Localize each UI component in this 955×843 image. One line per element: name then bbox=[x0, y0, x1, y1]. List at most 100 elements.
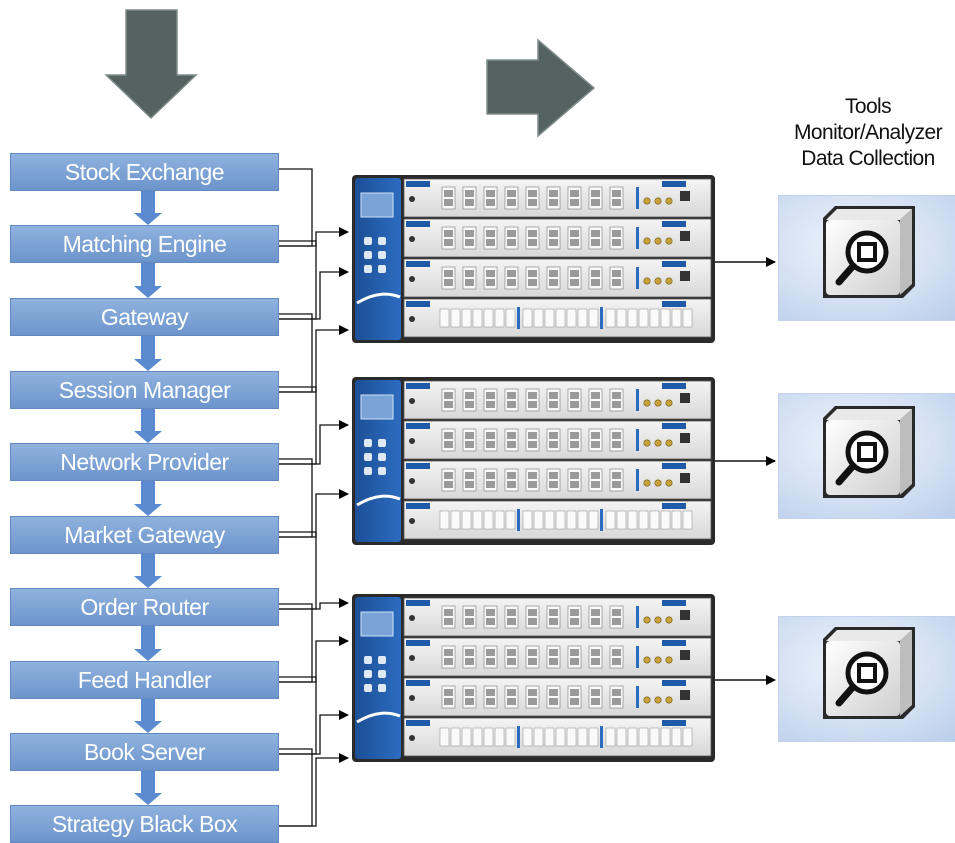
port-socket bbox=[528, 689, 537, 696]
port-socket bbox=[549, 658, 558, 665]
connector-bracket bbox=[279, 168, 313, 247]
dense-port bbox=[577, 510, 588, 530]
blade-screw bbox=[409, 735, 415, 741]
blade-divider bbox=[636, 606, 639, 628]
magnifier-handle bbox=[835, 683, 857, 707]
port-socket bbox=[444, 698, 453, 705]
port-socket bbox=[444, 658, 453, 665]
magnifier-handle bbox=[835, 462, 857, 486]
flow-down-arrow-icon bbox=[134, 336, 162, 371]
port-socket bbox=[465, 190, 474, 197]
dense-port bbox=[522, 308, 533, 328]
flow-down-arrow-icon bbox=[134, 191, 162, 225]
sma-connector bbox=[654, 439, 662, 447]
port-socket bbox=[486, 239, 495, 246]
blade-brand-strip bbox=[406, 503, 430, 509]
dense-port bbox=[566, 308, 577, 328]
port-socket bbox=[465, 401, 474, 408]
port-socket bbox=[570, 698, 579, 705]
dense-port bbox=[544, 308, 555, 328]
blade-divider bbox=[517, 509, 520, 531]
sma-connector bbox=[665, 237, 673, 245]
port-socket bbox=[612, 472, 621, 479]
flow-step-feed-handler: Feed Handler bbox=[10, 661, 279, 699]
port-socket bbox=[465, 270, 474, 277]
blade-divider bbox=[636, 389, 639, 411]
blade-screw bbox=[409, 438, 415, 444]
sma-connector bbox=[665, 696, 673, 704]
port-socket bbox=[444, 392, 453, 399]
port-socket bbox=[507, 441, 516, 448]
dense-port bbox=[638, 308, 649, 328]
port-socket bbox=[591, 481, 600, 488]
connector-line bbox=[279, 489, 349, 538]
tools-title-line-2: Monitor/Analyzer bbox=[794, 121, 943, 144]
sma-connector bbox=[654, 237, 662, 245]
connector-line bbox=[279, 420, 349, 465]
port-socket bbox=[444, 230, 453, 237]
port-socket bbox=[486, 401, 495, 408]
dense-port bbox=[522, 727, 533, 747]
port-socket bbox=[444, 239, 453, 246]
port-socket bbox=[465, 279, 474, 286]
port-socket bbox=[528, 199, 537, 206]
port-socket bbox=[486, 658, 495, 665]
port-socket bbox=[486, 689, 495, 696]
dense-port bbox=[505, 510, 516, 530]
chassis-swoosh bbox=[356, 292, 401, 305]
port-socket bbox=[612, 618, 621, 625]
dense-port bbox=[439, 727, 450, 747]
port-socket bbox=[570, 618, 579, 625]
port-socket bbox=[528, 618, 537, 625]
chassis-blade bbox=[403, 500, 712, 540]
blade-divider bbox=[636, 686, 639, 708]
dense-port bbox=[682, 510, 693, 530]
tool-icon-top bbox=[826, 630, 912, 641]
chassis-keypad-button bbox=[378, 251, 386, 259]
port-socket bbox=[486, 609, 495, 616]
rj45-port bbox=[680, 393, 690, 403]
chassis-keypad-button bbox=[364, 453, 372, 461]
port-socket bbox=[591, 441, 600, 448]
port-socket bbox=[465, 432, 474, 439]
port-socket bbox=[507, 279, 516, 286]
output-arrows bbox=[715, 257, 776, 685]
dense-port bbox=[577, 308, 588, 328]
dense-port bbox=[588, 308, 599, 328]
flow-down-arrow-icon bbox=[134, 481, 162, 516]
chassis-unit bbox=[352, 175, 715, 343]
magnifier-square bbox=[857, 442, 877, 462]
flow-step-gateway: Gateway bbox=[10, 298, 279, 336]
blade-screw bbox=[409, 518, 415, 524]
chassis-blade bbox=[403, 420, 712, 460]
chassis-blade bbox=[403, 298, 712, 338]
port-socket bbox=[507, 199, 516, 206]
port-socket bbox=[528, 401, 537, 408]
dense-port bbox=[588, 727, 599, 747]
port-socket bbox=[486, 649, 495, 656]
port-socket bbox=[591, 609, 600, 616]
magnifier-square bbox=[857, 663, 877, 683]
blade-brand-strip bbox=[406, 640, 430, 646]
chassis-keypad-button bbox=[364, 439, 372, 447]
rj45-port bbox=[680, 610, 690, 620]
port-socket bbox=[444, 481, 453, 488]
port-socket bbox=[507, 239, 516, 246]
blade-brand-strip bbox=[406, 423, 430, 429]
dense-port bbox=[555, 727, 566, 747]
chassis-lcd-screen bbox=[360, 192, 394, 218]
dense-port bbox=[450, 727, 461, 747]
port-socket bbox=[465, 689, 474, 696]
port-socket bbox=[570, 481, 579, 488]
port-socket bbox=[570, 199, 579, 206]
port-socket bbox=[507, 432, 516, 439]
chassis-keypad-button bbox=[378, 656, 386, 664]
port-socket bbox=[612, 441, 621, 448]
port-socket bbox=[591, 270, 600, 277]
dense-port bbox=[555, 308, 566, 328]
dense-port bbox=[660, 510, 671, 530]
dense-port bbox=[439, 308, 450, 328]
port-socket bbox=[612, 481, 621, 488]
port-socket bbox=[549, 441, 558, 448]
chassis-blade bbox=[403, 258, 712, 298]
